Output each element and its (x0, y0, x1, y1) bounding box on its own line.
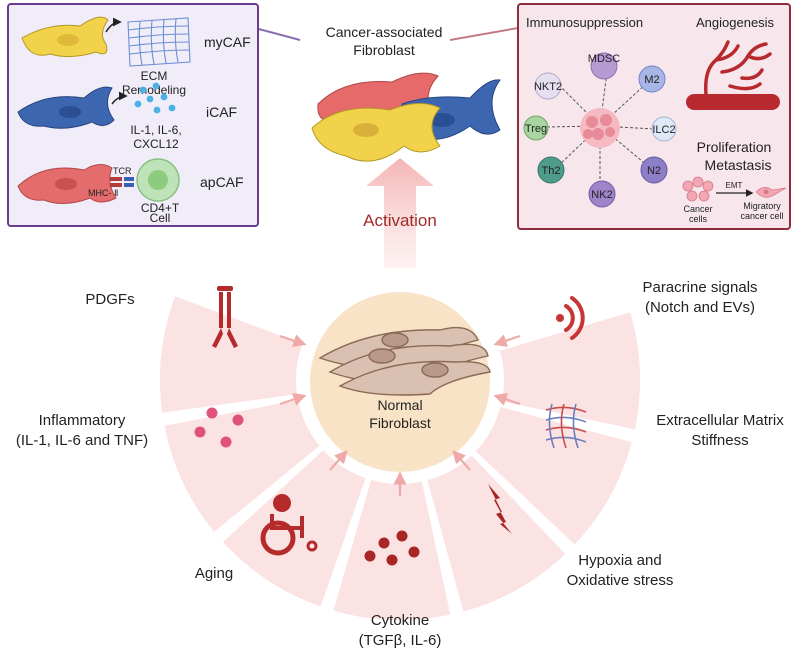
icaf-arrow (111, 91, 128, 105)
immunosuppression-label: Immunosuppression (526, 15, 643, 30)
immune-cell-labels: NKT2 MDSC M2 Treg ILC2 Th2 NK2 N2 (525, 53, 676, 201)
activation-label: Activation (363, 211, 437, 230)
caf-title-2: Fibroblast (353, 42, 415, 58)
apcaf-label: apCAF (200, 174, 244, 190)
cancer-cells-label-2: cells (689, 214, 708, 224)
label-th2: Th2 (542, 165, 561, 177)
normal-fibroblast-cells (318, 326, 491, 396)
inward-arrows (279, 334, 521, 496)
connector-left (254, 27, 301, 41)
ecm-mesh-icon (545, 403, 587, 449)
factor-label-cytokine-1: Cytokine (371, 612, 429, 629)
factor-label-ecm-2: Stiffness (691, 432, 748, 449)
label-treg: Treg (525, 123, 547, 135)
cancer-cells-label-1: Cancer (683, 204, 712, 214)
mycaf-desc-1: ECM (141, 69, 168, 83)
label-n2: N2 (647, 165, 661, 177)
factor-label-ecm-1: Extracellular Matrix (656, 412, 784, 429)
blood-vessel-icon (686, 40, 780, 110)
factor-ring (160, 296, 640, 620)
segment-hypoxia (427, 455, 566, 612)
factor-label-hypoxia-1: Hypoxia and (578, 552, 661, 569)
normal-fibroblast-label-1: Normal (377, 397, 422, 413)
lightning-icon (488, 484, 512, 534)
caf-cells-cluster (311, 72, 501, 162)
label-mdsc: MDSC (588, 53, 620, 65)
factor-label-inflammatory-2: (IL-1, IL-6 and TNF) (16, 432, 148, 449)
factor-label-pdgfs-1: PDGFs (85, 291, 134, 308)
tumor-cell-cluster (580, 108, 620, 148)
factor-label-paracrine-1: Paracrine signals (642, 279, 757, 296)
icaf-desc-1: IL-1, IL-6, (130, 123, 181, 137)
apcaf-cell (17, 164, 117, 204)
receptor-icon (212, 286, 238, 348)
caf-title-1: Cancer-associated (326, 24, 443, 40)
mhc-tcr-complex-icon (110, 177, 134, 187)
cancer-cells-icon (682, 176, 714, 202)
proliferation-label: Proliferation (697, 139, 772, 155)
label-m2: M2 (644, 74, 659, 86)
migratory-label-2: cancer cell (740, 211, 783, 221)
cytokine-particles-icon (134, 82, 176, 114)
cytokine-dots-icon (364, 530, 420, 566)
mycaf-desc-2: Remodeling (122, 83, 186, 97)
apcaf-desc-2: Cell (150, 211, 171, 225)
metastasis-label: Metastasis (705, 157, 772, 173)
segment-pdgfs (160, 296, 303, 413)
segment-paracrine (499, 312, 640, 430)
inflammatory-dots-icon (194, 407, 244, 448)
migratory-cell-icon (755, 187, 787, 198)
mycaf-arrow (105, 17, 122, 33)
angiogenesis-label: Angiogenesis (696, 15, 775, 30)
ecm-grid-icon (127, 17, 191, 67)
cd4-t-cell-icon (136, 158, 180, 202)
factor-label-hypoxia-2: Oxidative stress (567, 572, 674, 589)
factor-label-inflammatory-1: Inflammatory (39, 412, 126, 429)
factor-label-paracrine-2: (Notch and EVs) (645, 299, 755, 316)
normal-fibroblast-label-2: Fibroblast (369, 415, 431, 431)
label-nkt2: NKT2 (534, 81, 562, 93)
wheelchair-icon (260, 494, 318, 556)
signal-icon (556, 296, 585, 340)
label-nk2: NK2 (591, 189, 612, 201)
segment-cytokine (333, 479, 451, 620)
mycaf-label: myCAF (204, 34, 251, 50)
mhc-label: MHC- Ⅱ (88, 188, 118, 198)
mycaf-cell (21, 16, 109, 58)
caf-functions-panel (517, 3, 791, 230)
activation-arrow (366, 158, 434, 268)
migratory-label-1: Migratory (743, 201, 781, 211)
icaf-label: iCAF (206, 104, 237, 120)
label-ilc2: ILC2 (652, 124, 675, 136)
icaf-desc-2: CXCL12 (133, 137, 179, 151)
connector-right (449, 27, 519, 41)
factor-label-aging-1: Aging (195, 565, 233, 582)
icaf-cell (17, 86, 115, 129)
segment-ecm (475, 406, 632, 545)
emt-label: EMT (726, 181, 743, 190)
apcaf-desc-1: CD4+T (141, 201, 180, 215)
factor-label-cytokine-2: (TGFβ, IL-6) (359, 632, 442, 649)
immune-cells (523, 52, 677, 208)
tcr-label: TCR (113, 166, 132, 176)
